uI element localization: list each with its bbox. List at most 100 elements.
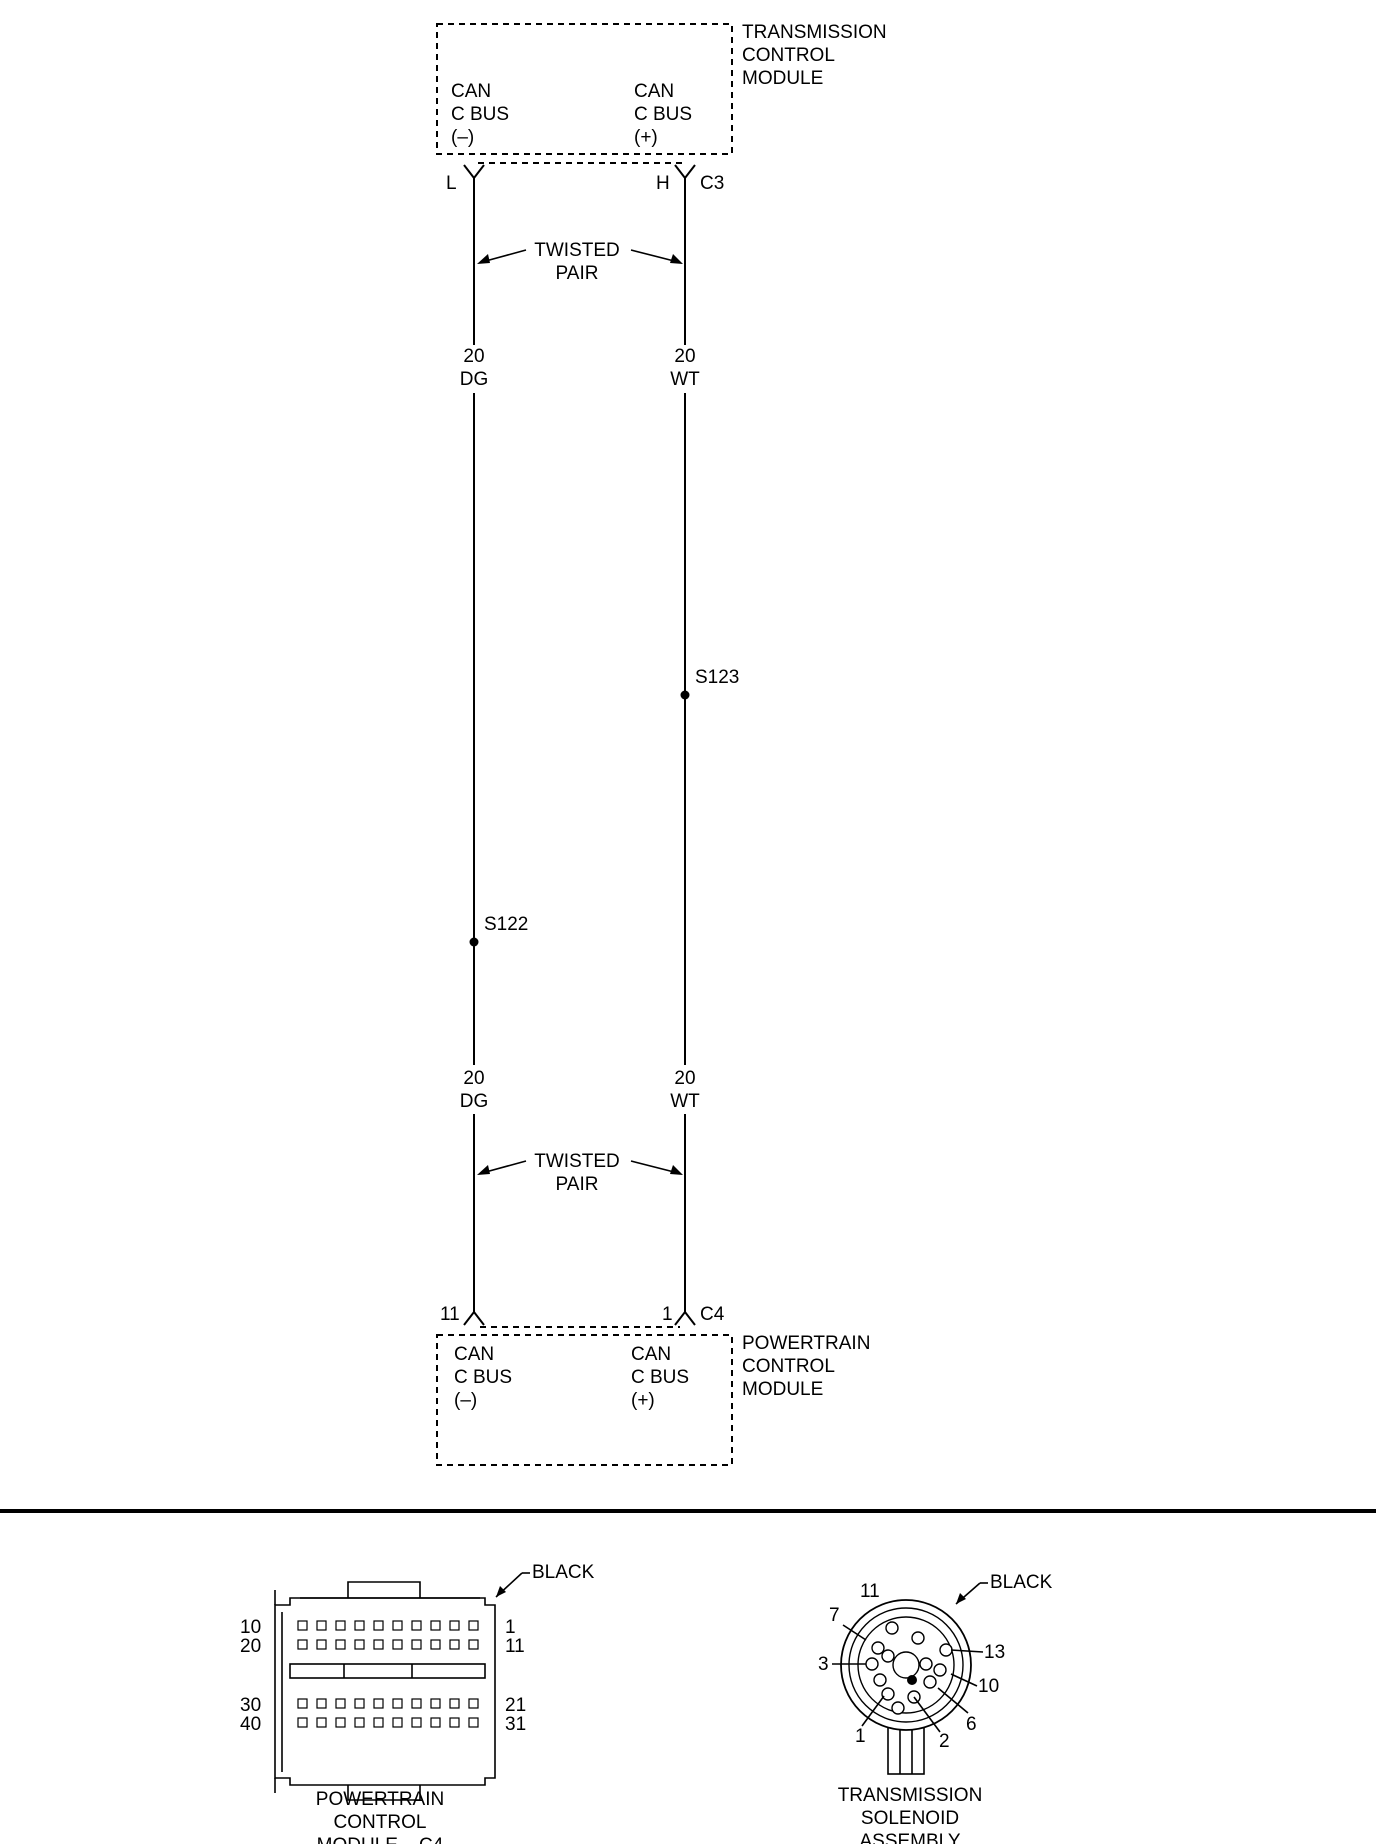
- tcm-connector-label: C3: [700, 173, 724, 194]
- pcm-c4-divider: [289, 1663, 486, 1679]
- pcm-pin-pos-terminal: [674, 1310, 696, 1326]
- twisted-pair-upper: TWISTED PAIR: [477, 240, 683, 284]
- twisted-pair-lower-arrowhead-left: [477, 1165, 490, 1175]
- tcm-pin-pos-terminal: [674, 164, 696, 180]
- solenoid-pin-cavity: [885, 1621, 899, 1635]
- pcm-c4-pin-cavity: [468, 1620, 479, 1631]
- pcm-c4-pin-cavity: [392, 1620, 403, 1631]
- tcm-module: TRANSMISSION CONTROL MODULE CAN C BUS (–…: [436, 22, 887, 194]
- pcm-c4-pin-cavity: [316, 1717, 327, 1728]
- wire-right: 20 WT 20 WT S123: [670, 178, 739, 1312]
- solenoid-leader-6: [937, 1687, 969, 1714]
- pcm-pos-label-1: CAN: [631, 1344, 671, 1365]
- pcm-c4-pin-cavity: [392, 1698, 403, 1709]
- solenoid-pin-label-13: 13: [984, 1642, 1005, 1663]
- pcm-c4-pin-cavity: [392, 1717, 403, 1728]
- twisted-pair-upper-arrowhead-left: [477, 254, 490, 264]
- solenoid-caption-2: SOLENOID: [861, 1808, 959, 1829]
- pcm-c4-row-label-11: 11: [505, 1636, 525, 1657]
- wire-right-gauge-bottom: 20: [674, 1068, 695, 1089]
- solenoid-pin-label-3: 3: [818, 1654, 829, 1675]
- solenoid-caption-1: TRANSMISSION: [838, 1785, 983, 1806]
- tcm-neg-label-1: CAN: [451, 81, 491, 102]
- solenoid-leader-10: [950, 1673, 978, 1687]
- twisted-pair-upper-arrow-right: [630, 249, 679, 263]
- pcm-c4-row-label-20: 20: [240, 1636, 261, 1657]
- splice-s123-dot: [680, 690, 690, 700]
- twisted-pair-upper-arrowhead-right: [670, 254, 683, 264]
- pcm-module: 11 1 C4 POWERTRAIN CONTROL MODULE CAN C …: [436, 1304, 870, 1466]
- solenoid-pin-cavity: [939, 1643, 953, 1657]
- solenoid-caption-3: ASSEMBLY: [859, 1831, 960, 1844]
- solenoid-pin-label-6: 6: [966, 1714, 977, 1735]
- pcm-c4-pin-cavity: [354, 1698, 365, 1709]
- pcm-c4-pin-cavity: [354, 1717, 365, 1728]
- pcm-c4-pin-cavity: [449, 1639, 460, 1650]
- tcm-pos-label-2: C BUS: [634, 104, 692, 125]
- wire-left-color-bottom: DG: [460, 1091, 489, 1112]
- tcm-neg-label-3: (–): [451, 127, 474, 148]
- pcm-connector-label: C4: [700, 1304, 725, 1325]
- pcm-c4-row-label-30: 30: [240, 1695, 261, 1716]
- splice-s123-label: S123: [695, 667, 739, 688]
- solenoid-pin-cavity: [919, 1657, 933, 1671]
- pcm-c4-pin-cavity: [468, 1698, 479, 1709]
- pcm-neg-label-3: (–): [454, 1390, 477, 1411]
- solenoid-center-pin: [892, 1651, 920, 1679]
- twisted-pair-lower-arrowhead-right: [670, 1165, 683, 1175]
- pcm-c4-black-arrowhead: [496, 1586, 506, 1597]
- pcm-c4-pin-cavity: [316, 1620, 327, 1631]
- wire-right-color-top: WT: [670, 369, 700, 390]
- pcm-c4-color-label: BLACK: [532, 1562, 595, 1583]
- pcm-c4-pin-cavity: [430, 1620, 441, 1631]
- solenoid-pin-cavity: [865, 1657, 879, 1671]
- twisted-pair-lower-arrow-right: [630, 1160, 679, 1174]
- pcm-c4-pin-grid: [297, 1620, 479, 1728]
- pcm-c4-caption-1: POWERTRAIN: [316, 1789, 444, 1810]
- tcm-pos-label-1: CAN: [634, 81, 674, 102]
- pcm-title-1: POWERTRAIN: [742, 1333, 870, 1354]
- solenoid-connector-view: 11 7 3 1 2 6 10 13 BLACK TRANSMISSION SO…: [818, 1572, 1053, 1844]
- wire-left: 20 DG 20 DG S122: [460, 178, 528, 1312]
- pcm-neg-label-1: CAN: [454, 1344, 494, 1365]
- solenoid-inner-ring: [857, 1616, 955, 1714]
- pcm-c4-pin-cavity: [335, 1639, 346, 1650]
- wire-left-gauge-bottom: 20: [463, 1068, 484, 1089]
- pcm-c4-pin-cavity: [316, 1639, 327, 1650]
- solenoid-pin-label-11: 11: [860, 1581, 880, 1602]
- splice-s122-dot: [469, 937, 479, 947]
- pcm-c4-pin-cavity: [316, 1698, 327, 1709]
- pcm-c4-row-label-40: 40: [240, 1714, 261, 1735]
- solenoid-key-dot: [907, 1675, 917, 1685]
- solenoid-leader-2: [913, 1696, 941, 1733]
- solenoid-pin-cavity: [933, 1663, 947, 1677]
- tcm-title-2: CONTROL: [742, 45, 835, 66]
- tcm-title-3: MODULE: [742, 68, 823, 89]
- solenoid-pin-cavity: [881, 1687, 895, 1701]
- pcm-c4-bottom-tab: [347, 1785, 421, 1801]
- pcm-neg-label-2: C BUS: [454, 1367, 512, 1388]
- pcm-c4-pin-cavity: [430, 1639, 441, 1650]
- pcm-c4-pin-cavity: [297, 1639, 308, 1650]
- pcm-c4-pin-cavity: [411, 1620, 422, 1631]
- solenoid-mid-ring: [848, 1607, 964, 1723]
- solenoid-pin-cavity: [871, 1641, 885, 1655]
- twisted-pair-lower: TWISTED PAIR: [477, 1151, 683, 1195]
- twisted-pair-lower-arrow-left: [481, 1160, 527, 1174]
- solenoid-pin-cavities: [865, 1621, 953, 1715]
- pcm-c4-caption-3: MODULE – C4: [317, 1835, 444, 1844]
- pcm-title-3: MODULE: [742, 1379, 823, 1400]
- wire-left-gauge-top: 20: [463, 346, 484, 367]
- solenoid-pin-cavity: [891, 1701, 905, 1715]
- solenoid-pin-cavity: [881, 1649, 895, 1663]
- solenoid-color-label: BLACK: [990, 1572, 1053, 1593]
- pcm-c4-pin-cavity: [449, 1717, 460, 1728]
- pcm-pin-neg-label: 11: [440, 1304, 460, 1325]
- pcm-pos-label-3: (+): [631, 1390, 655, 1411]
- pcm-c4-pin-cavity: [411, 1698, 422, 1709]
- pcm-c4-pin-cavity: [354, 1639, 365, 1650]
- wire-left-color-top: DG: [460, 369, 489, 390]
- pcm-c4-row-label-1: 1: [505, 1617, 516, 1638]
- solenoid-leader-13: [950, 1649, 984, 1653]
- pcm-pin-neg-terminal: [463, 1310, 485, 1326]
